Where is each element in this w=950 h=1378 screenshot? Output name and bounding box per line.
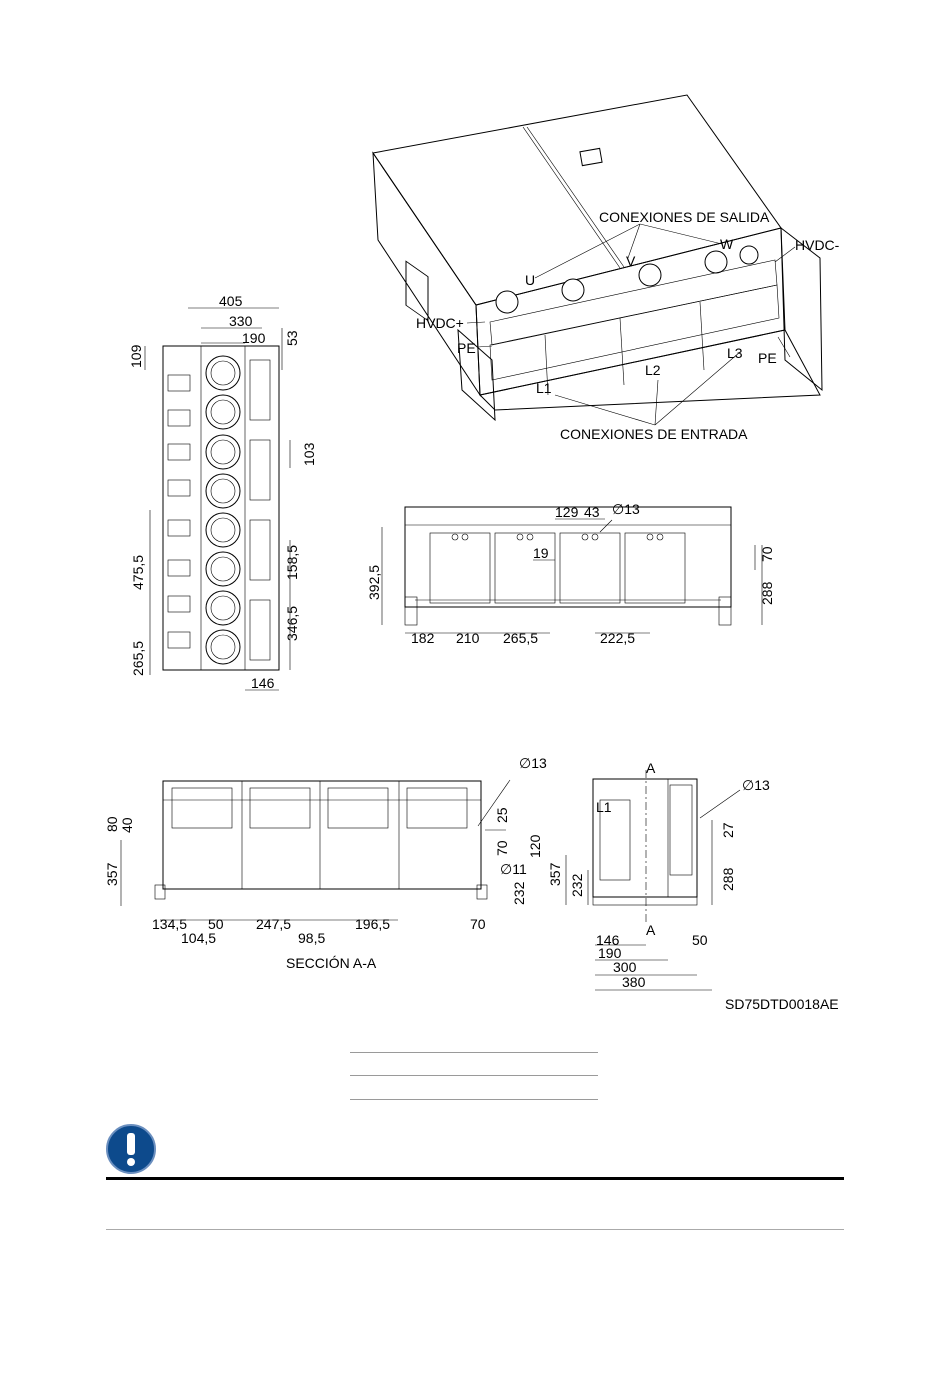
dim-392-5: 392,5 — [366, 565, 382, 600]
dim-288-side: 288 — [720, 867, 736, 891]
section-divider — [106, 1177, 844, 1180]
dim-70: 70 — [759, 546, 775, 562]
dim-265-5-front: 265,5 — [503, 630, 538, 646]
dim-210: 210 — [456, 630, 480, 646]
dim-158-5: 158,5 — [284, 545, 300, 580]
pe-right-label: PE — [758, 350, 777, 366]
dim-330: 330 — [229, 313, 253, 329]
footer-divider — [106, 1229, 844, 1230]
section-mark-a-bottom: A — [646, 922, 656, 938]
dim-196-5: 196,5 — [355, 916, 390, 932]
front-view: 129 43 ∅13 19 70 392,5 288 182 210 265,5… — [366, 501, 775, 646]
phase-l1-label: L1 — [536, 380, 552, 396]
hvdc-minus-label: HVDC- — [795, 237, 840, 253]
dim-40: 40 — [119, 817, 135, 833]
dim-dia-13-section: ∅13 — [519, 755, 547, 771]
dim-146: 146 — [251, 675, 275, 691]
dim-300-side: 300 — [613, 959, 637, 975]
output-connections-label: CONEXIONES DE SALIDA — [599, 209, 770, 225]
dim-dia-13: ∅13 — [612, 501, 640, 517]
dim-232-side: 232 — [569, 873, 585, 897]
blank-line-1 — [350, 1052, 598, 1053]
pe-left-label: PE — [457, 340, 476, 356]
exclamation-circle-icon — [106, 1124, 156, 1174]
input-connections-label: CONEXIONES DE ENTRADA — [560, 426, 748, 442]
dim-357-side: 357 — [547, 862, 563, 886]
dim-70-section: 70 — [494, 840, 510, 856]
section-caption: SECCIÓN A-A — [286, 955, 377, 971]
dim-190: 190 — [242, 330, 266, 346]
document-code: SD75DTD0018AE — [725, 996, 839, 1012]
section-side-view: A A L1 ∅13 27 357 232 288 146 50 190 300… — [547, 760, 770, 991]
dim-98-5: 98,5 — [298, 930, 325, 946]
dim-25: 25 — [494, 807, 510, 823]
phase-l2-label: L2 — [645, 362, 661, 378]
dim-27: 27 — [720, 822, 736, 838]
dim-146-side: 146 — [596, 932, 620, 948]
phase-u-label: U — [525, 272, 535, 288]
hvdc-plus-label: HVDC+ — [416, 315, 464, 331]
blank-line-3 — [350, 1099, 598, 1100]
dim-103: 103 — [301, 442, 317, 466]
dim-346-5: 346,5 — [284, 606, 300, 641]
dim-475-5: 475,5 — [130, 555, 146, 590]
dim-50: 50 — [208, 916, 224, 932]
dim-247-5: 247,5 — [256, 916, 291, 932]
top-view: 405 330 190 53 109 103 475,5 158,5 346,5… — [128, 293, 317, 691]
phase-v-label: V — [626, 253, 636, 269]
dim-50-side: 50 — [692, 932, 708, 948]
blank-line-2 — [350, 1075, 598, 1076]
dim-380-side: 380 — [622, 974, 646, 990]
dim-182: 182 — [411, 630, 435, 646]
dim-104-5: 104,5 — [181, 930, 216, 946]
dim-134-5: 134,5 — [152, 916, 187, 932]
dim-405: 405 — [219, 293, 243, 309]
dim-222-5: 222,5 — [600, 630, 635, 646]
section-front-view: ∅13 80 40 357 25 70 120 ∅11 232 134,5 50… — [104, 755, 547, 971]
dim-190-side: 190 — [598, 945, 622, 961]
dim-357: 357 — [104, 862, 120, 886]
section-mark-a-top: A — [646, 760, 656, 776]
dim-120: 120 — [527, 834, 543, 858]
phase-w-label: W — [720, 236, 734, 252]
dim-109: 109 — [128, 344, 144, 368]
dim-19: 19 — [533, 545, 549, 561]
phase-l3-label: L3 — [727, 345, 743, 361]
dim-dia-11: ∅11 — [500, 861, 527, 877]
dim-80: 80 — [104, 816, 120, 832]
dim-dia-13-side: ∅13 — [742, 777, 770, 793]
isometric-view: CONEXIONES DE SALIDA U V W HVDC- HVDC+ P… — [372, 94, 840, 442]
dim-265-5: 265,5 — [130, 641, 146, 676]
dim-232: 232 — [511, 881, 527, 905]
dim-53: 53 — [284, 330, 300, 346]
section-l1-label: L1 — [596, 799, 612, 815]
dim-288: 288 — [759, 581, 775, 605]
dim-43: 43 — [584, 504, 600, 520]
dim-70-bottom: 70 — [470, 916, 486, 932]
dim-129: 129 — [555, 504, 579, 520]
